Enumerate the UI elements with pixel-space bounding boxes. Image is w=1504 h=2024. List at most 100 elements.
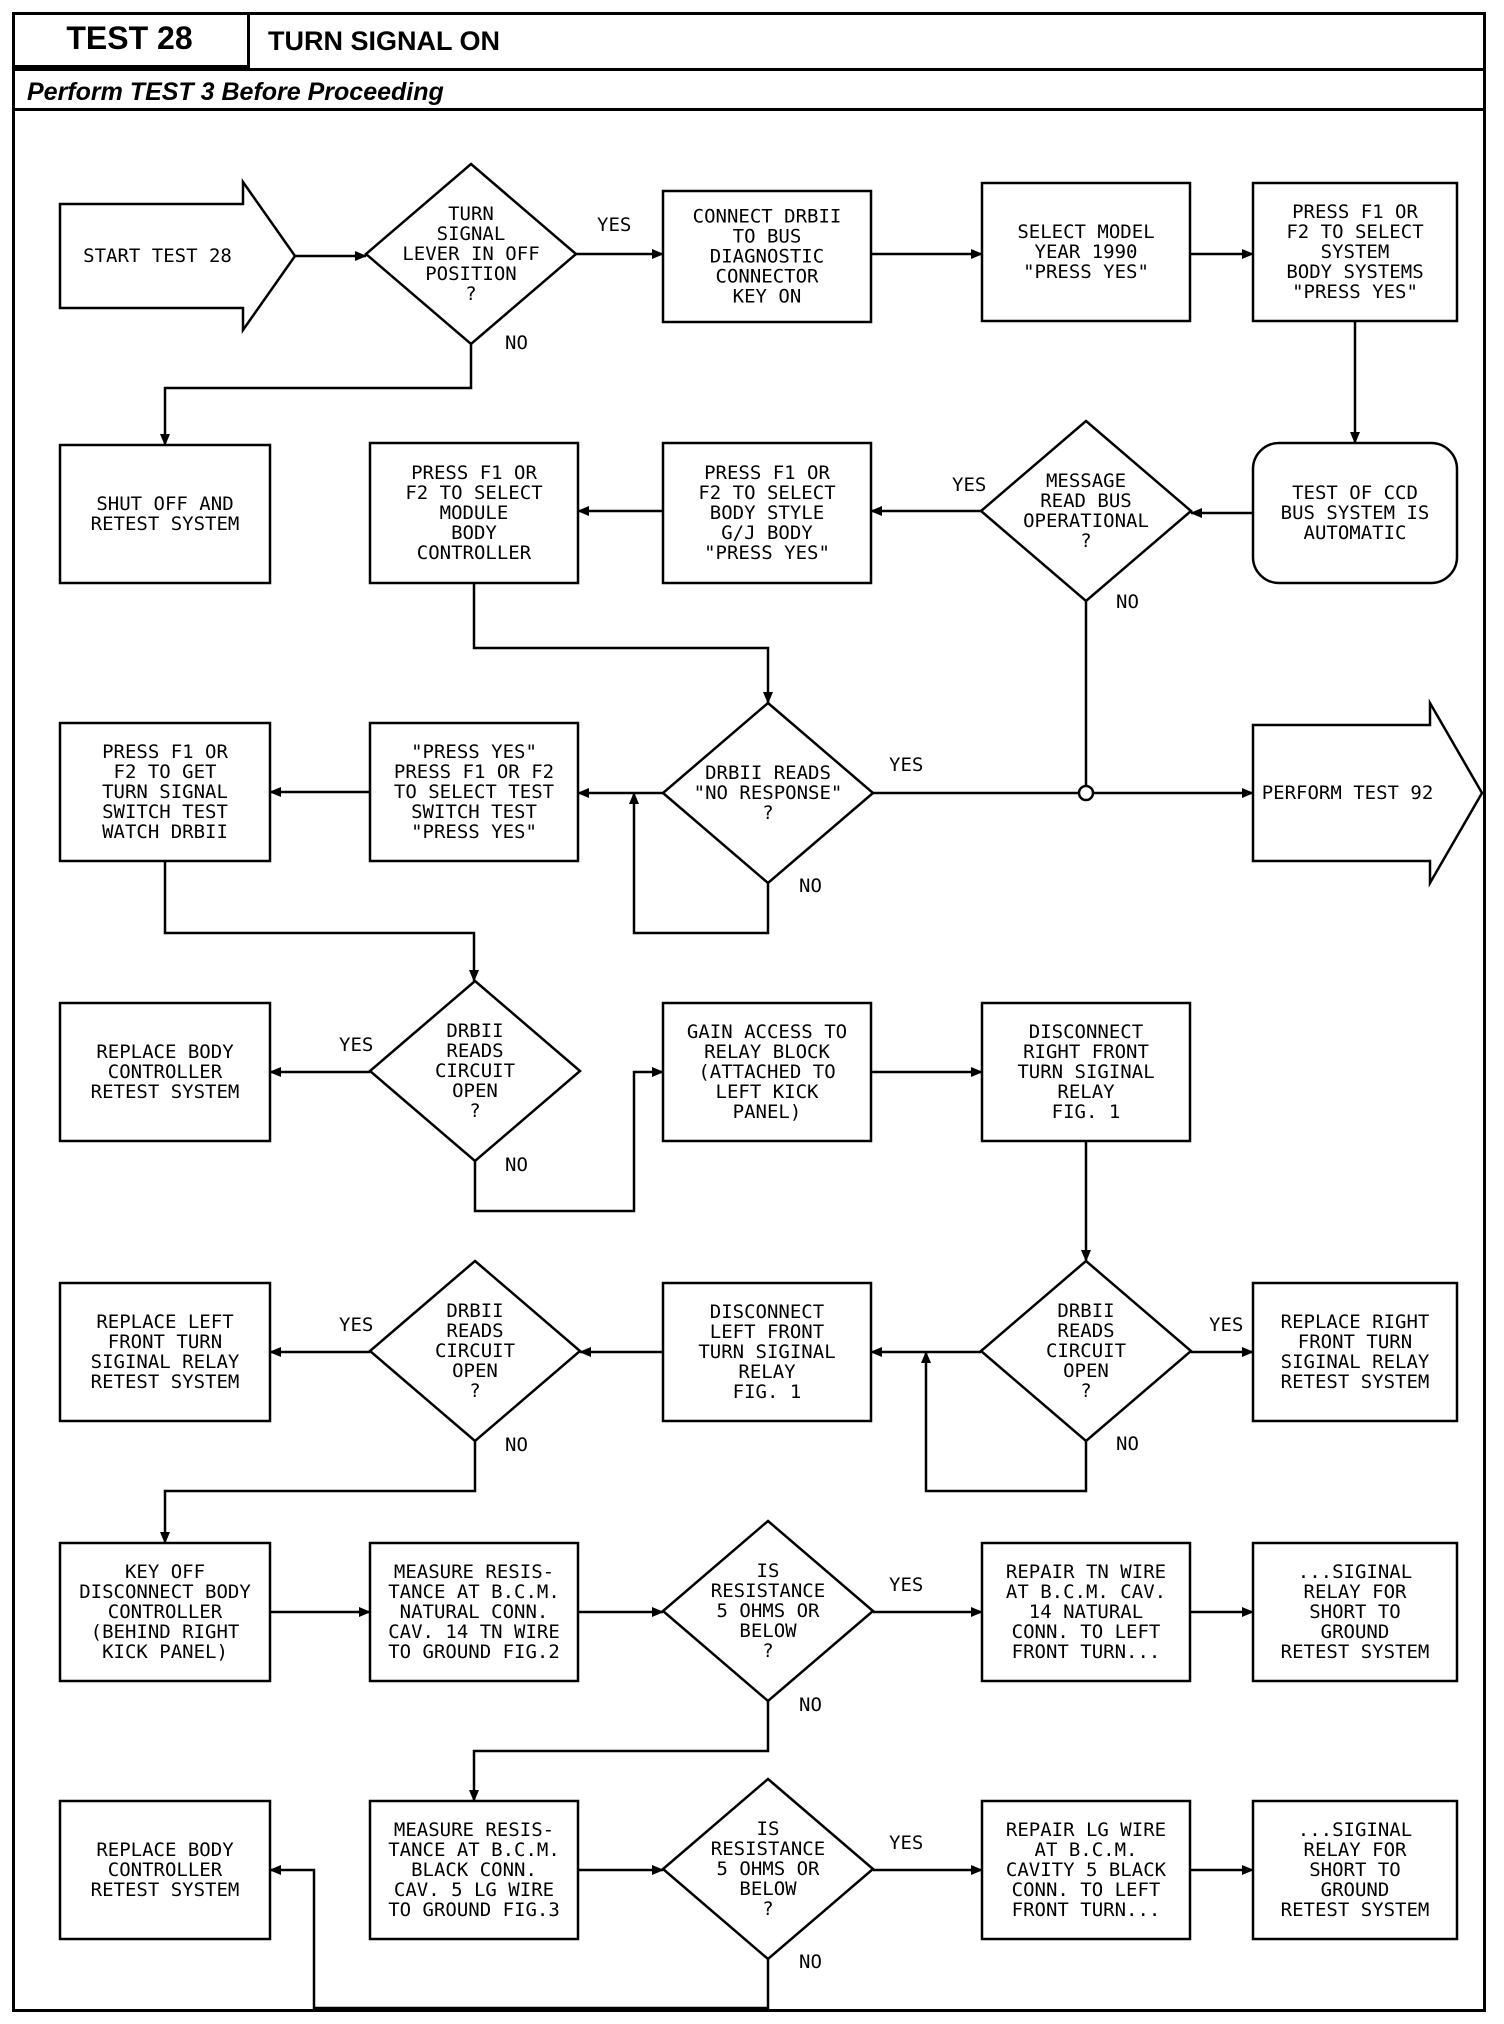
node-text-line: F2 TO SELECT (405, 482, 542, 504)
process-box (58, 443, 272, 585)
node-text-line: READS (446, 1320, 503, 1342)
node-text-line: TURN (448, 203, 494, 225)
process-box (661, 1281, 873, 1423)
node-text-line: AUTOMATIC (1304, 522, 1407, 544)
node-text-line: MESSAGE (1046, 470, 1126, 492)
connector-line (163, 861, 479, 982)
node-text-line: MEASURE RESIS- (394, 1561, 554, 1583)
node-text-line: LEVER IN OFF (402, 243, 539, 265)
node-text-line: IS (757, 1818, 780, 1840)
node-text-line: DRBII (1057, 1300, 1114, 1322)
node-text-line: BODY SYSTEMS (1286, 261, 1423, 283)
node-text-line: SWITCH TEST (411, 801, 537, 823)
node-text-line: DISCONNECT BODY (79, 1581, 251, 1603)
node-text-line: TO GROUND FIG.2 (388, 1641, 560, 1663)
node-text-line: FIG. 1 (1052, 1101, 1121, 1123)
flow-node-d-noresp: DRBII READS"NO RESPONSE"? (661, 701, 875, 885)
node-text-line: PANEL) (733, 1101, 802, 1123)
test-number: TEST 28 (12, 12, 250, 68)
branch-label-yes: YES (339, 1314, 373, 1336)
junction-marker (1077, 784, 1095, 802)
node-text-line: DISCONNECT (710, 1301, 824, 1323)
node-text-line: FRONT TURN (108, 1331, 222, 1353)
node-text-line: SWITCH TEST (102, 801, 228, 823)
node-text-line: GAIN ACCESS TO (687, 1021, 847, 1043)
branch-label-no: NO (505, 332, 528, 354)
node-text-line: (BEHIND RIGHT (91, 1621, 240, 1643)
node-text-line: SHORT TO (1309, 1601, 1401, 1623)
process-box (980, 1001, 1192, 1143)
node-text-line: RESISTANCE (711, 1838, 825, 1860)
process-box (368, 1799, 580, 1941)
node-text-line: SELECT MODEL (1017, 221, 1154, 243)
process-box (368, 1541, 580, 1683)
node-text-line: READ BUS (1040, 490, 1132, 512)
node-text-line: POSITION (425, 263, 517, 285)
connector-line (160, 1441, 477, 1544)
node-text-line: F2 TO GET (114, 761, 217, 783)
terminal-arrow (1251, 698, 1484, 888)
process-box (1251, 181, 1459, 323)
decision-diamond (661, 1777, 875, 1961)
node-text-line: AT B.C.M. (1035, 1839, 1138, 1861)
process-box (1251, 1541, 1459, 1683)
flow-node-perform92: PERFORM TEST 92 (1251, 698, 1484, 888)
node-text-line: "PRESS YES" (704, 542, 830, 564)
decision-diamond (368, 979, 582, 1163)
node-text-line: DIAGNOSTIC (710, 246, 824, 268)
node-text-line: CONN. TO LEFT (1012, 1621, 1161, 1643)
node-text-line: F2 TO SELECT (698, 482, 835, 504)
node-text-line: OPEN (452, 1360, 498, 1382)
flow-node-measure-lg: MEASURE RESIS-TANCE AT B.C.M.BLACK CONN.… (368, 1799, 580, 1941)
node-text-line: TURN SIGINAL (698, 1341, 835, 1363)
node-text-line: PRESS F1 OR (1292, 201, 1418, 223)
node-text-line: (ATTACHED TO (698, 1061, 835, 1083)
node-text-line: ...SIGINAL (1298, 1819, 1412, 1841)
decision-diamond (661, 701, 875, 885)
branch-label-no: NO (799, 1951, 822, 1973)
node-text-line: ? (469, 1380, 480, 1402)
node-text-line: CIRCUIT (435, 1060, 515, 1082)
node-text-line: NATURAL CONN. (400, 1601, 549, 1623)
node-text-line: "NO RESPONSE" (694, 782, 843, 804)
flow-node-start: START TEST 28 (58, 178, 297, 334)
connector-line (269, 1865, 770, 2010)
node-text-line: SHORT TO (1309, 1859, 1401, 1881)
node-text-line: ? (1080, 530, 1091, 552)
node-text-line: SYSTEM (1321, 241, 1390, 263)
connector-line (473, 1067, 664, 1213)
node-text-line: F2 TO SELECT (1286, 221, 1423, 243)
node-text-line: MEASURE RESIS- (394, 1819, 554, 1841)
node-text-line: TURN SIGNAL (102, 781, 228, 803)
flow-node-measure-tn: MEASURE RESIS-TANCE AT B.C.M.NATURAL CON… (368, 1541, 580, 1683)
node-text-line: FRONT TURN (1298, 1331, 1412, 1353)
process-box (58, 1281, 272, 1423)
node-text-line: CAV. 5 LG WIRE (394, 1879, 554, 1901)
node-text-line: DRBII READS (705, 762, 831, 784)
header-divider (12, 68, 1486, 71)
node-text-line: TO SELECT TEST (394, 781, 554, 803)
process-box (661, 441, 873, 585)
node-text-line: ? (762, 1640, 773, 1662)
node-text-line: SIGNAL (437, 223, 506, 245)
node-text-line: RELAY BLOCK (704, 1041, 830, 1063)
branch-label-yes: YES (339, 1034, 373, 1056)
branch-label-yes: YES (889, 1574, 923, 1596)
connector-line (160, 344, 473, 446)
process-box (980, 1541, 1192, 1683)
node-text-line: KICK PANEL) (102, 1641, 228, 1663)
node-text-line: RETEST SYSTEM (91, 1879, 240, 1901)
